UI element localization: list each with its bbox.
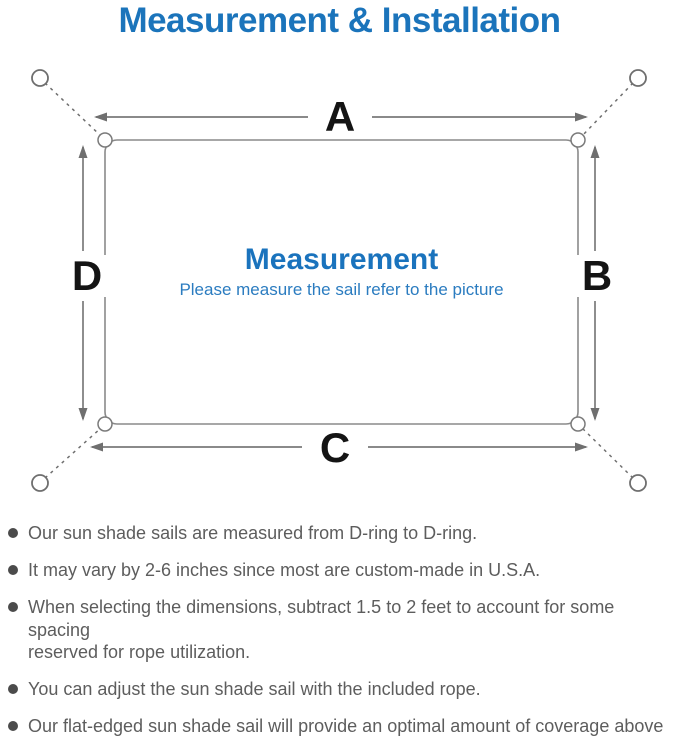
note-text: Our sun shade sails are measured from D-…: [28, 523, 478, 543]
bullet-dot-icon: [8, 564, 18, 575]
anchor-ring-bottom-left: [31, 474, 49, 492]
dimension-label-a: A: [310, 96, 370, 138]
rope-dashed-line-bottom-left: [44, 427, 102, 479]
anchor-ring-top-left: [31, 69, 49, 87]
corner-dring-top-right: [570, 132, 586, 148]
note-text: It may vary by 2-6 inches since most are…: [28, 559, 541, 580]
diagram-canvas: [31, 69, 647, 492]
bullet-dot-icon: [8, 721, 18, 732]
page-title: Measurement & Installation: [118, 1, 561, 40]
note-item: Our sun shade sails are measured from D-…: [8, 522, 673, 545]
dimension-label-d: D: [57, 255, 117, 297]
dimension-label-c: C: [305, 427, 365, 469]
diagram-subheading: Please measure the sail refer to the pic…: [179, 280, 504, 299]
measurement-diagram: A B C D Measurement Please measure the s…: [0, 55, 679, 520]
rope-dashed-line-top-left: [44, 82, 102, 137]
note-text: When selecting the dimensions, subtract …: [28, 596, 615, 663]
note-item: Our flat-edged sun shade sail will provi…: [8, 715, 673, 739]
corner-dring-bottom-left: [97, 416, 113, 432]
notes-list: Our sun shade sails are measured from D-…: [8, 522, 673, 739]
note-text: Our flat-edged sun shade sail will provi…: [28, 716, 664, 737]
dimension-label-b: B: [567, 255, 627, 297]
note-item: When selecting the dimensions, subtract …: [8, 596, 673, 665]
bullet-dot-icon: [8, 528, 18, 538]
anchor-ring-bottom-right: [629, 474, 647, 492]
rope-dashed-line-bottom-right: [581, 427, 634, 479]
bullet-dot-icon: [8, 601, 18, 612]
note-item: You can adjust the sun shade sail with t…: [8, 678, 673, 701]
anchor-ring-top-right: [629, 69, 647, 87]
diagram-heading: Measurement: [244, 243, 439, 276]
rope-dashed-line-top-right: [581, 82, 634, 137]
bullet-dot-icon: [8, 684, 18, 695]
note-item: It may vary by 2-6 inches since most are…: [8, 559, 673, 582]
note-text: You can adjust the sun shade sail with t…: [28, 679, 481, 700]
corner-dring-top-left: [97, 132, 113, 148]
corner-dring-bottom-right: [570, 416, 586, 432]
